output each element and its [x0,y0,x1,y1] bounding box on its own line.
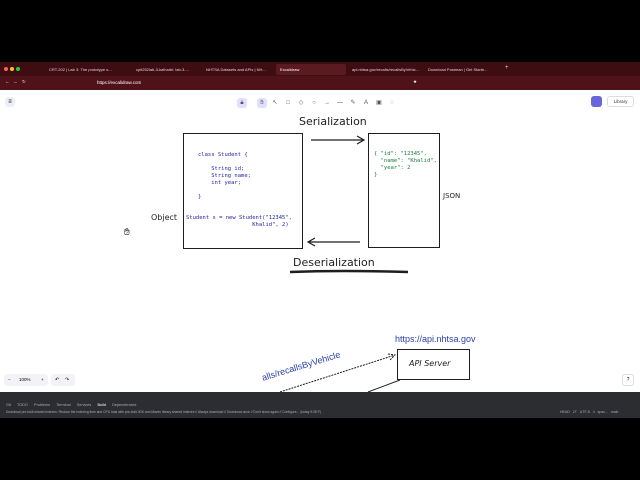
close-window-icon[interactable] [4,67,8,71]
text-tool-icon[interactable]: A [363,100,368,106]
notification-message[interactable]: Download pre-built shared indexes: Reduc… [6,410,321,414]
url-text: https://excalidraw.com [97,80,142,85]
status-encoding[interactable]: UTF-8 [579,410,590,414]
rectangle-tool-icon[interactable]: □ [286,100,290,106]
zoom-level[interactable]: 100% [19,377,31,382]
json-box[interactable] [368,133,440,248]
back-icon[interactable]: ← [5,79,10,84]
browser-tab-active[interactable]: Excalidraw [276,64,346,75]
line-tool-icon[interactable]: — [337,100,343,106]
code-line: class Student { [198,152,248,158]
code-line: } [198,194,202,200]
browser-tab[interactable]: api.nhtsa.gov/recalls/recallsByVehic... [352,67,419,72]
zoom-out-button[interactable]: − [8,377,11,382]
request-arrow[interactable] [279,353,397,392]
selection-tool-icon[interactable]: ↖ [272,100,278,106]
hand-cursor-icon: ✋︎ [124,227,130,238]
bookmark-star-icon[interactable]: ★ [413,79,418,84]
api-server-label: API Server [409,359,451,368]
object-label: Object [151,213,178,222]
json-text: { "id": "12345", "name": "Khalid", "year… [374,151,437,178]
problems-tab[interactable]: Problems [34,403,51,407]
api-server-box[interactable] [397,349,470,380]
history-controls: ↶ ↷ [51,374,75,386]
menu-icon[interactable]: ≡ [5,97,15,107]
api-url-label: https://api.nhtsa.gov [395,334,476,344]
zoom-in-button[interactable]: + [41,377,44,382]
arrow-tool-icon[interactable]: → [324,100,330,106]
share-button[interactable] [591,96,602,107]
deserialization-label: Deserialization [293,256,375,269]
services-tab[interactable]: Services [76,403,92,407]
help-button[interactable]: ? [622,374,634,386]
instance-code: Student s = new Student("12345", Khalid"… [186,215,292,228]
status-branch[interactable]: main [610,410,619,414]
class-code: class Student { String id; String name; … [198,152,251,201]
dependencies-tab[interactable]: Dependencies [112,403,137,407]
browser-tab-bar: CRT-202 | Lab 3: The prototype o... cpit… [0,62,640,76]
todo-tab[interactable]: TODO [16,403,28,407]
code-line: String id; [198,166,245,172]
browser-tab[interactable]: cpit252lab-3-kalharbi: lab-3-... [136,67,189,72]
pencil-tool-icon[interactable]: ✎ [350,100,356,106]
code-line: String name; [198,173,251,179]
tool-window-bar: Git TODO Problems Terminal Services Buil… [6,403,136,407]
serialization-label: Serialization [299,115,367,128]
reload-icon[interactable]: ↻ [22,79,26,84]
status-line-ending[interactable]: LF [572,410,577,414]
browser-tab[interactable]: Download Postman | Get Starte... [428,67,488,72]
code-line: int year; [198,180,242,186]
object-box[interactable] [183,133,303,249]
hand-tool-icon[interactable]: ✋︎ [257,98,267,108]
redo-icon[interactable]: ↷ [65,377,70,383]
url-field[interactable]: https://excalidraw.com [75,78,545,88]
browser-tab[interactable]: NHTSA Datasets and APIs | NH... [206,67,266,72]
git-tab[interactable]: Git [6,403,11,407]
new-tab-icon[interactable]: + [505,65,509,71]
arrows [279,135,409,392]
status-head[interactable]: HEAD [560,410,570,414]
excalidraw-canvas[interactable]: ≡ 🔒︎ ✋︎ ↖ □ ◇ ○ → — ✎ A ▣ ◌ Library Seri… [0,90,640,392]
browser-tab[interactable]: CRT-202 | Lab 3: The prototype o... [49,67,112,72]
forward-icon[interactable]: → [13,79,18,84]
library-button[interactable]: Library [607,96,634,107]
json-label: JSON [443,192,461,200]
deserialize-arrow[interactable] [306,237,360,247]
minimize-window-icon[interactable] [10,67,14,71]
lock-icon[interactable]: 🔒︎ [237,98,247,108]
maximize-window-icon[interactable] [16,67,20,71]
build-tab[interactable]: Build [97,403,106,407]
ellipse-tool-icon[interactable]: ○ [312,100,316,106]
zoom-controls: − 100% + [4,374,48,386]
serialize-arrow[interactable] [311,135,366,145]
terminal-tab[interactable]: Terminal [56,403,71,407]
diamond-tool-icon[interactable]: ◇ [298,100,304,106]
library-label: Library [613,99,628,104]
deserialization-underline [289,269,409,274]
eraser-tool-icon[interactable]: ◌ [390,100,394,106]
status-indent[interactable]: 4 spac... [592,410,608,414]
undo-icon[interactable]: ↶ [55,377,60,383]
ide-status-area: Git TODO Problems Terminal Services Buil… [0,392,640,418]
address-bar-row: ← → ↻ https://excalidraw.com ★ [0,76,640,90]
toolbar: 🔒︎ ✋︎ ↖ □ ◇ ○ → — ✎ A ▣ ◌ [233,95,408,111]
status-widgets: HEAD LF UTF-8 4 spac... main [560,410,619,414]
response-arrow[interactable] [367,379,401,392]
image-tool-icon[interactable]: ▣ [376,100,382,106]
